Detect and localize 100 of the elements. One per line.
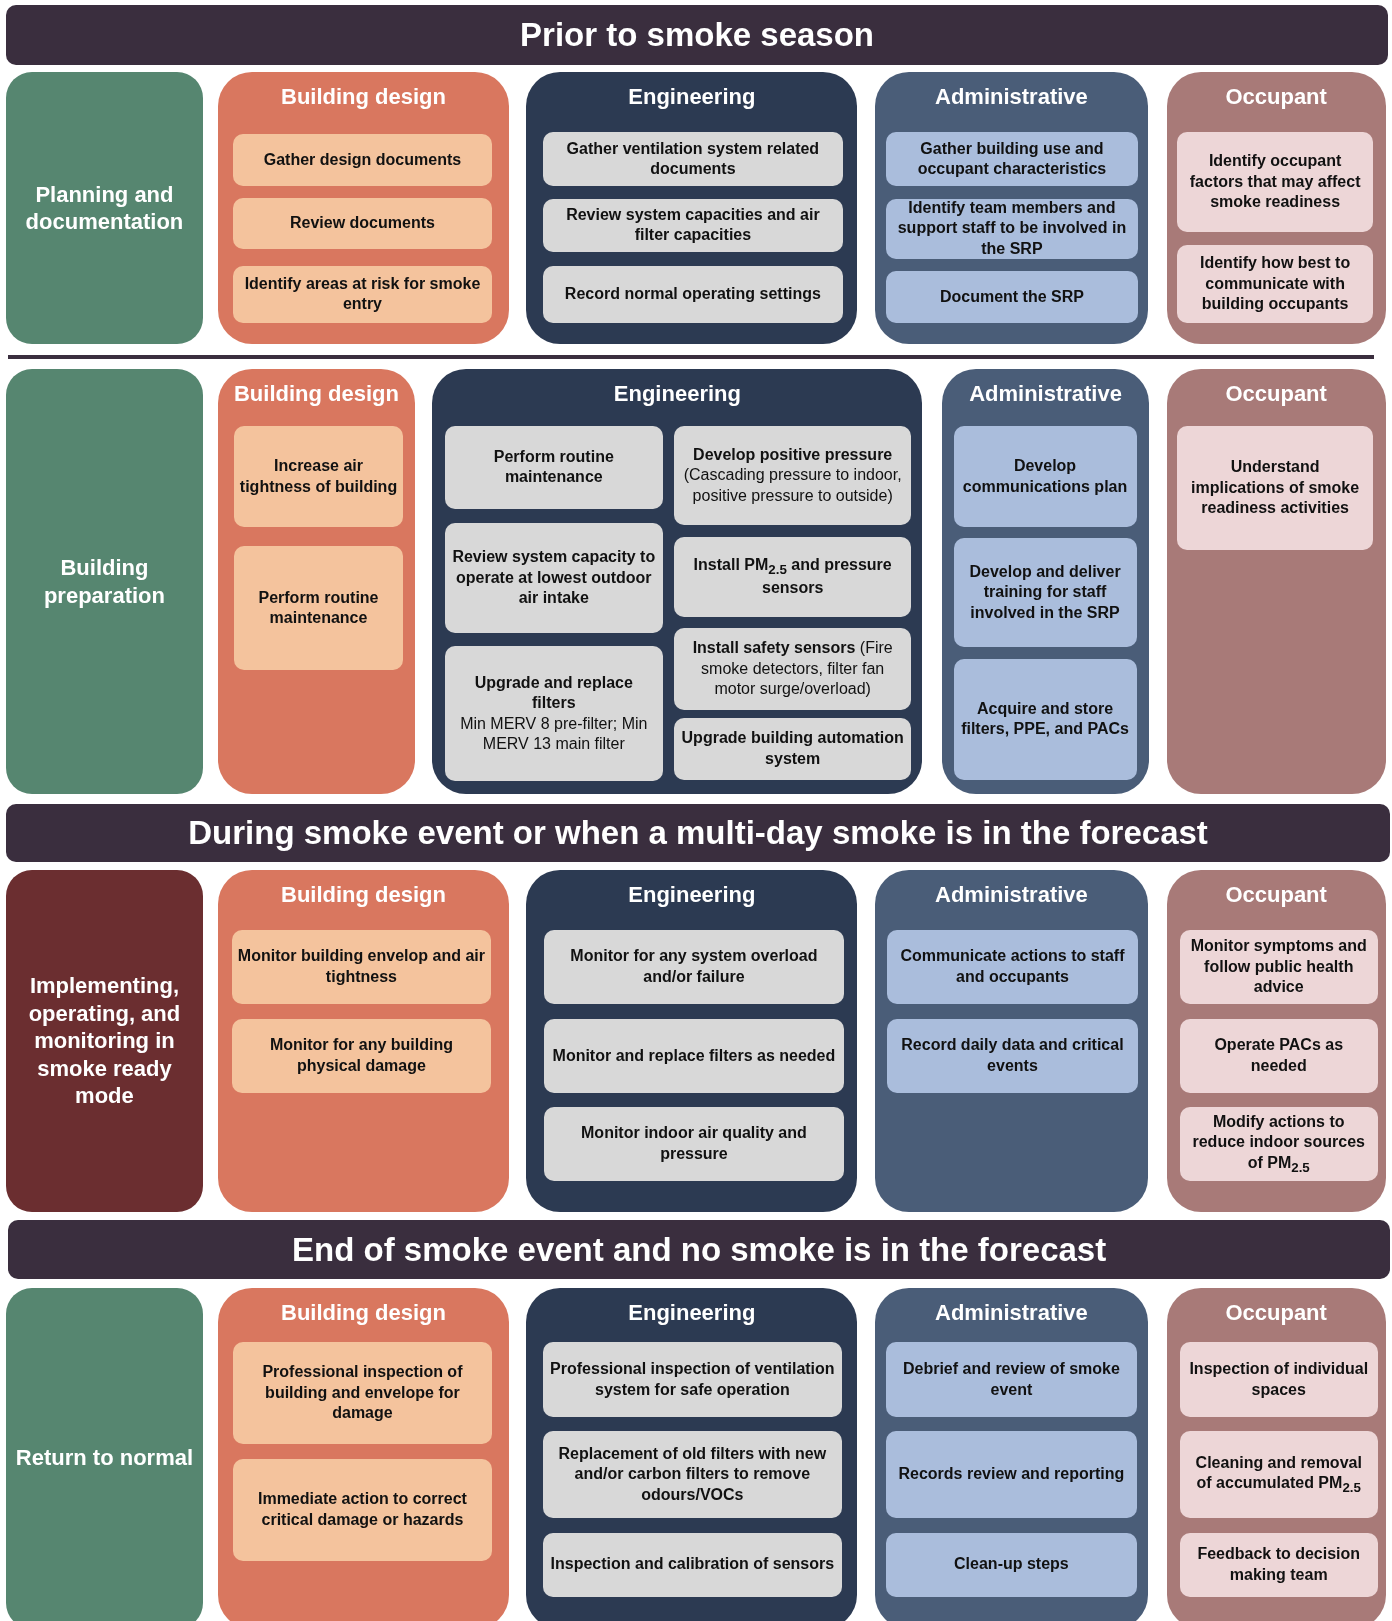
task-card <box>232 1342 493 1444</box>
task-title: Gather design documents <box>263 150 462 171</box>
category-panel <box>218 1287 509 1621</box>
category-heading: Building design <box>281 84 446 111</box>
stage-banner <box>6 5 1388 66</box>
category-panel <box>1166 1287 1386 1621</box>
task-title: Install PM$_{2.5}$ and pressure sensors <box>692 555 893 599</box>
task-card <box>232 265 493 323</box>
task-card <box>1180 1431 1378 1519</box>
category-panel <box>218 369 415 795</box>
task-title: Communicate actions to staff and occupants <box>899 946 1126 987</box>
task-card <box>542 132 843 187</box>
task-card <box>543 929 844 1005</box>
task-title: Monitor symptoms and follow public health advice <box>1189 936 1368 998</box>
task-card <box>542 1431 842 1519</box>
task-note: (Cascading pressure to indoor, positive pressure to outside) <box>682 465 903 506</box>
task-card <box>886 1431 1137 1519</box>
task-title: Understand implications of smoke readiness activities <box>1190 457 1361 519</box>
task-card <box>674 536 912 618</box>
task-card <box>1176 245 1374 323</box>
task-card <box>542 1342 842 1417</box>
task-card <box>232 1459 493 1561</box>
category-heading: Building design <box>281 881 446 908</box>
task-card <box>543 1106 844 1181</box>
task-title: Debrief and review of smoke event <box>901 1359 1121 1400</box>
task-card <box>886 132 1138 187</box>
task-card <box>1180 1532 1378 1597</box>
task-title: Gather ventilation system related documents <box>565 138 821 180</box>
task-title: Upgrade building automation system <box>680 728 905 769</box>
category-heading: Administrative <box>935 881 1088 908</box>
category-panel <box>432 369 923 795</box>
task-title: Acquire and store filters, PPE, and PACs <box>960 698 1130 740</box>
task-card <box>953 658 1137 780</box>
task-card <box>953 537 1137 648</box>
category-heading: Engineering <box>613 381 741 408</box>
category-heading: Occupant <box>1225 1299 1327 1326</box>
category-heading: Engineering <box>628 881 756 908</box>
task-title: Identify team members and support staff to be involved in the SRP <box>896 197 1128 259</box>
task-note: Min MERV 8 pre-filter; Min MERV 13 main filter <box>459 713 649 755</box>
task-title: Install safety sensors (Fire smoke detectors, filter fan motor surge/overload) <box>691 638 894 700</box>
task-title: Inspection of individual spaces <box>1188 1359 1370 1400</box>
task-card <box>887 1018 1138 1094</box>
task-title: Identify how best to communicate with building occupants <box>1199 253 1352 315</box>
category-panel <box>526 869 858 1213</box>
category-panel <box>874 72 1148 345</box>
stage-banner <box>6 803 1390 863</box>
task-title: Document the SRP <box>939 286 1084 307</box>
task-title: Modify actions to reduce indoor sources of PM$_{2.5}$ <box>1191 1111 1366 1176</box>
task-title: Perform routine maintenance <box>492 446 615 488</box>
task-card <box>1180 1018 1378 1094</box>
task-card <box>674 627 912 711</box>
task-title: Gather building use and occupant characteristics <box>916 138 1108 180</box>
task-title: Operate PACs as needed <box>1213 1035 1345 1076</box>
task-card <box>232 197 493 250</box>
task-card <box>233 546 404 671</box>
task-card <box>444 646 663 781</box>
task-card <box>886 1532 1137 1597</box>
task-card <box>953 426 1137 528</box>
task-title: Professional inspection of ventilation system for safe operation <box>549 1359 836 1400</box>
task-title: Record daily data and critical events <box>900 1035 1125 1076</box>
stage-title: Prior to smoke season <box>520 16 874 55</box>
phase-panel <box>6 369 203 795</box>
category-panel <box>1166 72 1386 345</box>
task-card <box>886 270 1138 323</box>
category-heading: Occupant <box>1225 84 1327 111</box>
task-card <box>542 1532 842 1597</box>
task-title: Clean-up steps <box>954 1554 1069 1575</box>
task-title: Develop and deliver training for staff involved in the SRP <box>968 561 1122 623</box>
task-title: Feedback to decision making team <box>1196 1544 1362 1585</box>
task-title: Review system capacities and air filter capacities <box>565 204 821 246</box>
category-panel <box>218 869 509 1213</box>
task-title: Record normal operating settings <box>564 284 821 304</box>
phase-panel <box>6 72 203 345</box>
category-panel <box>874 869 1148 1213</box>
task-card <box>1180 1106 1378 1181</box>
category-panel <box>874 1287 1148 1621</box>
task-card <box>444 523 663 633</box>
task-title: Monitor indoor air quality and pressure <box>580 1123 808 1164</box>
category-heading: Building design <box>281 1299 446 1326</box>
task-title: Inspection and calibration of sensors <box>550 1554 835 1575</box>
task-card <box>233 426 404 528</box>
phase-panel <box>6 869 203 1213</box>
phase-panel <box>6 1287 203 1621</box>
task-title: Develop positive pressure <box>693 445 893 465</box>
task-title: Cleaning and removal of accumulated PM$_{2.5}$ <box>1194 1452 1363 1497</box>
task-card <box>231 929 492 1005</box>
task-title: Upgrade and replace filters <box>473 672 634 714</box>
task-card <box>542 198 843 253</box>
task-title: Identify areas at risk for smoke entry <box>243 273 482 315</box>
task-title: Perform routine maintenance <box>257 587 380 629</box>
category-heading: Administrative <box>969 381 1122 408</box>
task-title: Increase air tightness of building <box>239 456 398 497</box>
task-card <box>1176 426 1374 551</box>
task-title: Monitor for any system overload and/or failure <box>569 946 819 987</box>
task-title: Monitor building envelop and air tightness <box>237 946 486 987</box>
task-title: Records review and reporting <box>898 1464 1125 1485</box>
category-heading: Engineering <box>628 1299 756 1326</box>
category-heading: Occupant <box>1225 381 1327 408</box>
task-card <box>1176 132 1374 232</box>
task-title: Identify occupant factors that may affect smoke readiness <box>1188 151 1362 213</box>
